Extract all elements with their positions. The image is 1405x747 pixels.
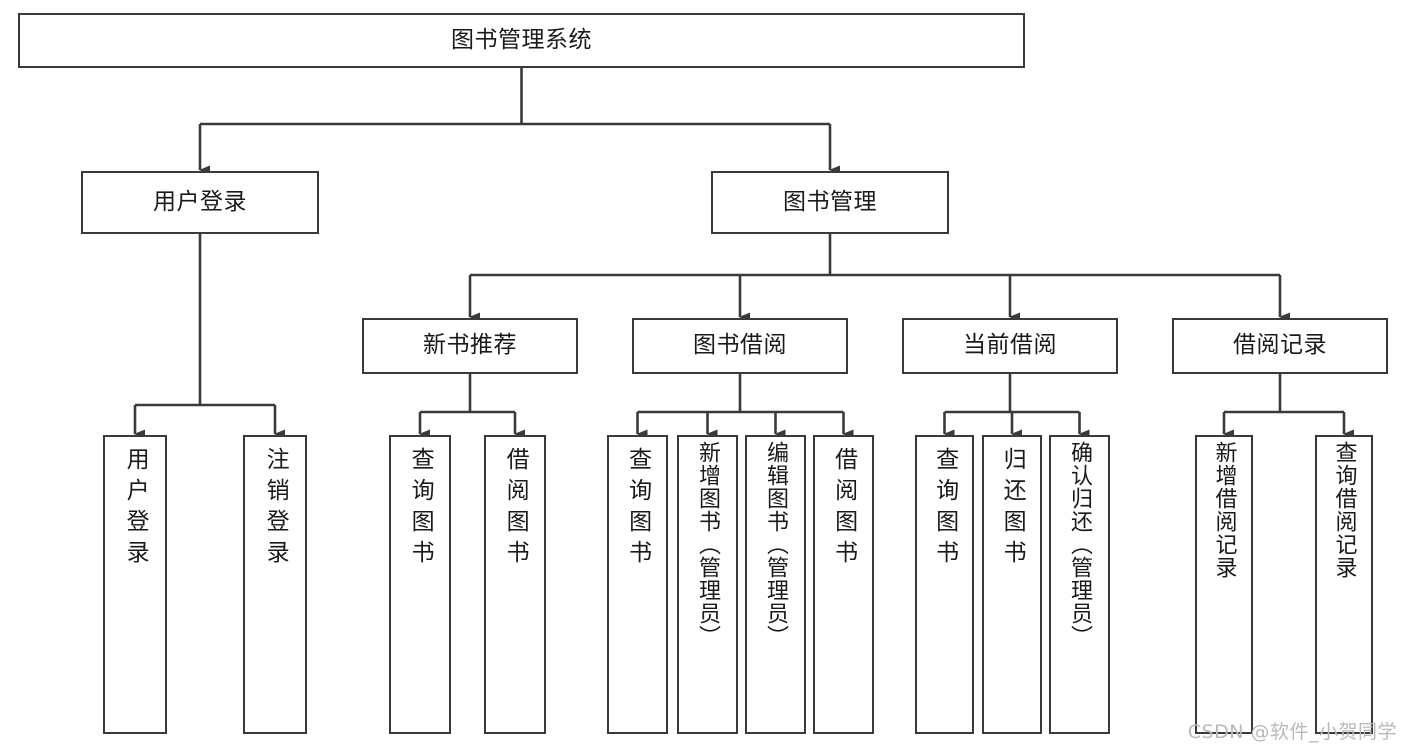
node-record[interactable]: 借阅记录 [1172, 318, 1388, 374]
node-label: 借阅图书 [502, 447, 529, 571]
node-rc-add[interactable]: 新增借阅记录 [1195, 435, 1253, 734]
node-label: 新增图书（管理员） [695, 441, 721, 648]
node-rc-query[interactable]: 查询借阅记录 [1315, 435, 1373, 734]
node-label: 查询图书 [624, 447, 651, 571]
node-bookmgmt[interactable]: 图书管理 [711, 171, 949, 234]
node-label: 编辑图书（管理员） [763, 441, 789, 648]
node-current[interactable]: 当前借阅 [902, 318, 1118, 374]
node-label: 借阅记录 [1233, 332, 1327, 359]
node-nb-borrow[interactable]: 借阅图书 [484, 435, 546, 734]
node-label: 新书推荐 [423, 332, 517, 359]
node-label: 确认归还（管理员） [1067, 441, 1093, 648]
node-cu-query[interactable]: 查询图书 [915, 435, 974, 734]
node-label: 查询图书 [931, 447, 958, 571]
node-newbook[interactable]: 新书推荐 [362, 318, 578, 374]
node-bw-borrow[interactable]: 借阅图书 [813, 435, 874, 734]
watermark-text: CSDN @软件_小贺同学 [1187, 721, 1397, 743]
node-cu-confirm[interactable]: 确认归还（管理员） [1049, 435, 1110, 734]
node-label: 新增借阅记录 [1211, 441, 1237, 579]
node-nb-query[interactable]: 查询图书 [389, 435, 451, 734]
node-label: 注销登录 [262, 447, 289, 571]
node-borrow[interactable]: 图书借阅 [632, 318, 848, 374]
node-bw-add[interactable]: 新增图书（管理员） [677, 435, 738, 734]
node-login[interactable]: 用户登录 [81, 171, 319, 234]
node-label: 查询图书 [407, 447, 434, 571]
node-label: 图书管理 [783, 188, 877, 215]
node-label: 图书管理系统 [451, 26, 592, 53]
node-label: 借阅图书 [830, 447, 857, 571]
connector-lines [133, 68, 1354, 439]
node-root[interactable]: 图书管理系统 [18, 13, 1025, 68]
node-label: 归还图书 [999, 447, 1026, 571]
node-label: 当前借阅 [963, 332, 1057, 359]
node-label: 用户登录 [122, 447, 149, 571]
node-login-user[interactable]: 用户登录 [103, 435, 167, 734]
node-label: 查询借阅记录 [1331, 441, 1357, 579]
node-label: 用户登录 [153, 188, 247, 215]
node-bw-query[interactable]: 查询图书 [607, 435, 668, 734]
node-label: 图书借阅 [693, 332, 787, 359]
node-bw-edit[interactable]: 编辑图书（管理员） [745, 435, 806, 734]
node-login-logout[interactable]: 注销登录 [243, 435, 307, 734]
node-cu-return[interactable]: 归还图书 [982, 435, 1042, 734]
